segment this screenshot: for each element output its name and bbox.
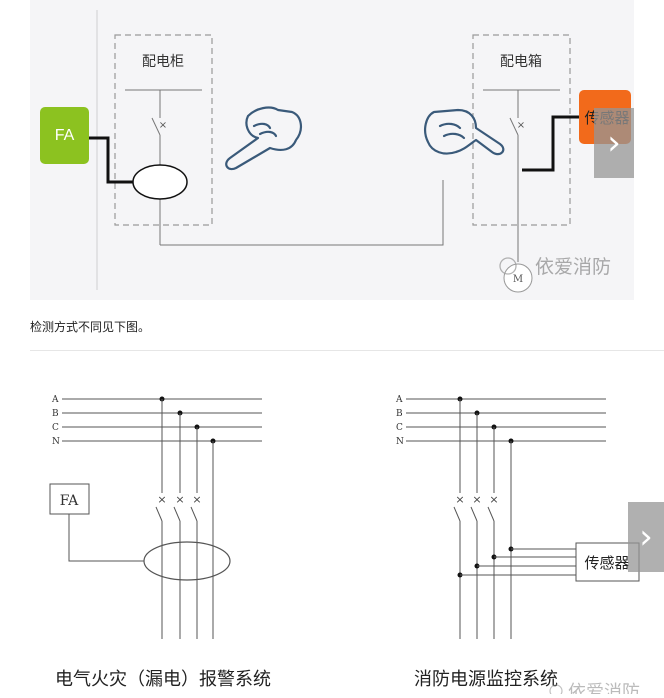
box-label: 配电箱: [500, 54, 542, 70]
svg-text:×: ×: [489, 493, 498, 506]
fa-label: FA: [54, 126, 75, 144]
svg-text:M: M: [513, 274, 523, 285]
chevron-right-icon: ›: [639, 517, 653, 557]
svg-text:×: ×: [157, 493, 166, 506]
hand-pointing-left-icon: [225, 106, 302, 171]
power-monitoring-system-diagram: A B C N: [395, 395, 640, 690]
svg-text:N: N: [52, 437, 60, 447]
distribution-box: [472, 34, 571, 226]
leakage-transformer: [143, 541, 231, 581]
svg-text:×: ×: [175, 493, 184, 506]
watermark-bottom: 依爱消防: [549, 682, 640, 698]
current-transformer: [132, 164, 188, 200]
svg-text:C: C: [52, 423, 59, 433]
left-system-title: 电气火灾（漏电）报警系统: [55, 669, 271, 690]
chevron-right-icon: ›: [607, 123, 621, 163]
svg-text:A: A: [395, 395, 403, 405]
svg-text:A: A: [51, 395, 59, 405]
connection-wire: [160, 180, 444, 246]
svg-text:FA: FA: [60, 493, 79, 509]
top-diagram-panel: 配电柜 × 配电箱 × M: [30, 0, 634, 300]
svg-text:依爱消防: 依爱消防: [568, 682, 640, 694]
cabinet-label: 配电柜: [142, 54, 184, 70]
carousel-next-button-top[interactable]: ›: [594, 108, 634, 178]
svg-text:B: B: [396, 409, 403, 419]
bottom-diagram: A B C N: [49, 395, 640, 698]
watermark: 依爱消防: [499, 256, 611, 278]
cabinet-switch: [151, 117, 161, 136]
svg-text:B: B: [52, 409, 59, 419]
hand-pointing-right-icon: [424, 108, 505, 156]
svg-text:N: N: [396, 437, 404, 447]
carousel-next-button-bottom[interactable]: ›: [628, 502, 664, 572]
distribution-cabinet-box: [114, 34, 213, 226]
top-diagram: 配电柜 × 配电箱 × M: [86, 10, 611, 293]
right-system-title: 消防电源监控系统: [414, 669, 558, 690]
box-switch: [509, 117, 519, 136]
bottom-diagram-panel: A B C N: [30, 350, 664, 698]
sensor-wire: [522, 115, 580, 172]
svg-text:依爱消防: 依爱消防: [535, 256, 611, 278]
svg-text:×: ×: [517, 120, 525, 131]
fa-detector-box: [49, 483, 90, 515]
svg-text:传感器: 传感器: [584, 554, 629, 572]
svg-text:×: ×: [472, 493, 481, 506]
svg-text:C: C: [396, 423, 403, 433]
caption-text: 检测方式不同见下图。: [30, 320, 151, 334]
fa-box: FA: [40, 107, 89, 164]
motor-icon: [503, 263, 533, 293]
svg-text:×: ×: [159, 120, 167, 131]
fire-alarm-system-diagram: A B C N: [49, 395, 271, 690]
svg-text:×: ×: [455, 493, 464, 506]
fa-wire: [86, 136, 133, 184]
svg-text:×: ×: [192, 493, 201, 506]
